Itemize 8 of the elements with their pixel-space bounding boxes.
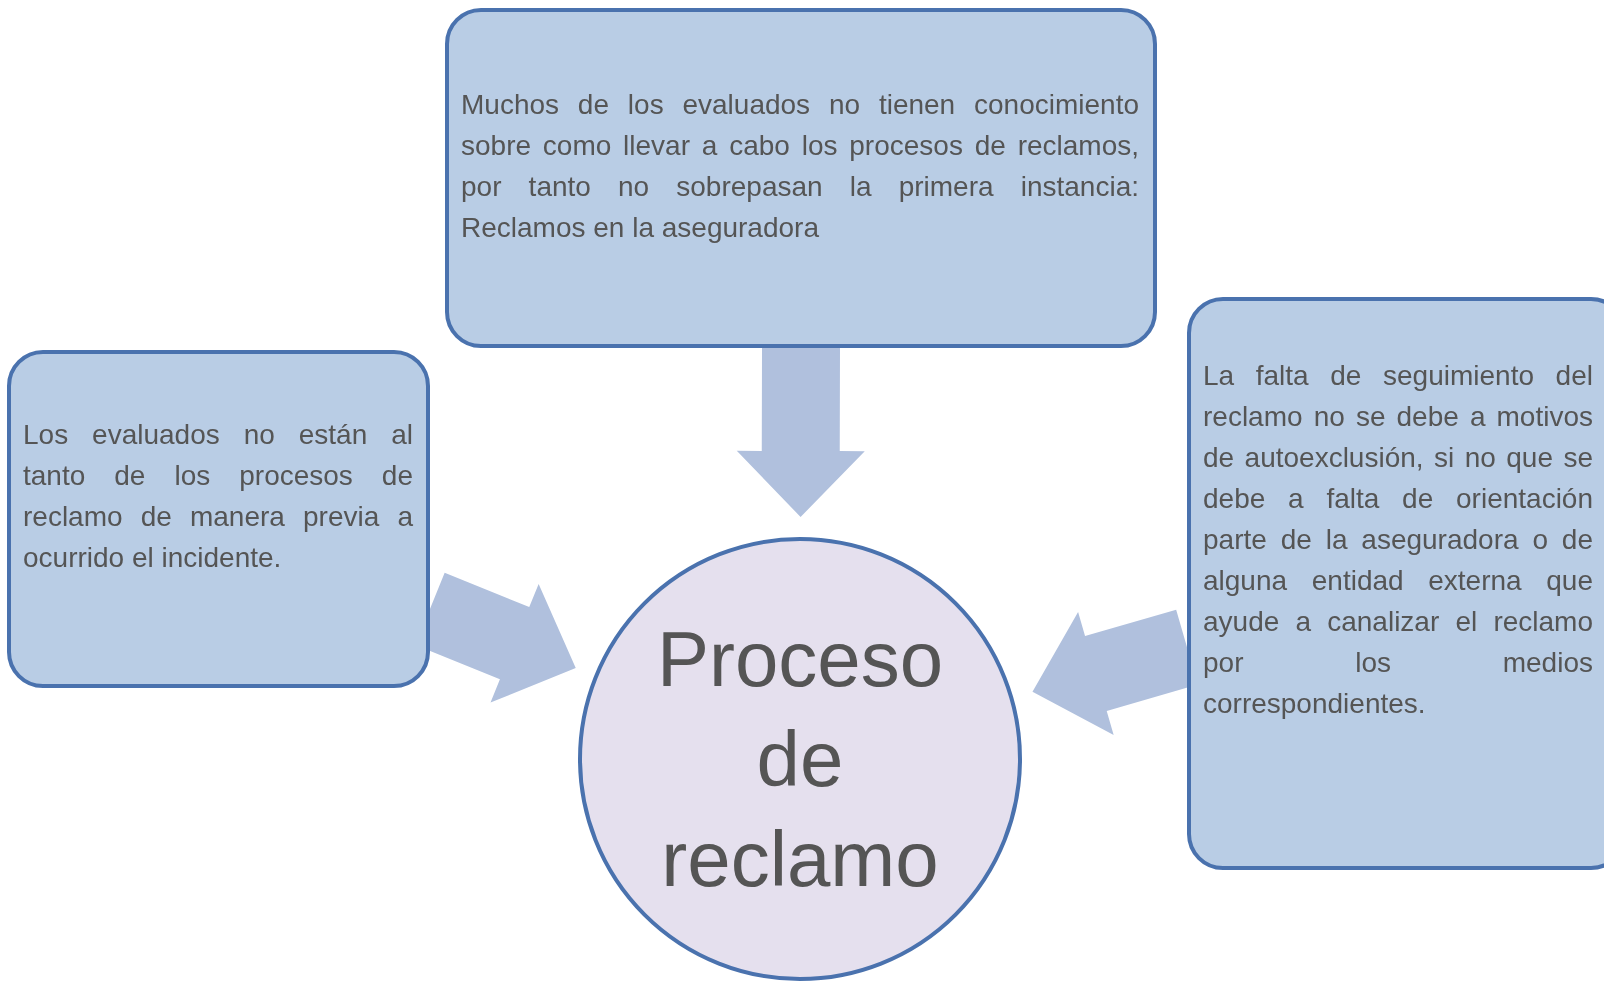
box-text: La falta de seguimiento del reclamo no se debe a motivos de autoexclusión, si no que se debe a falta de orientación parte de la aseguradora o de alguna entidad externa que ayude a canalizar el reclamo por los medios correspondientes.: [1203, 359, 1593, 721]
note-box: [7, 350, 430, 688]
block-arrow: [736, 347, 865, 517]
note-box: [445, 8, 1157, 348]
circle-title: Proceso de reclamo: [655, 614, 945, 905]
note-box: [1187, 297, 1604, 870]
box-text: Muchos de los evaluados no tienen conocimiento sobre como llevar a cabo los procesos de reclamos, por tanto no sobrepasan la primera instancia: Reclamos en la aseguradora: [461, 88, 1139, 245]
box-text: Los evaluados no están al tanto de los procesos de reclamo de manera previa a ocurrido el incidente.: [23, 418, 413, 575]
